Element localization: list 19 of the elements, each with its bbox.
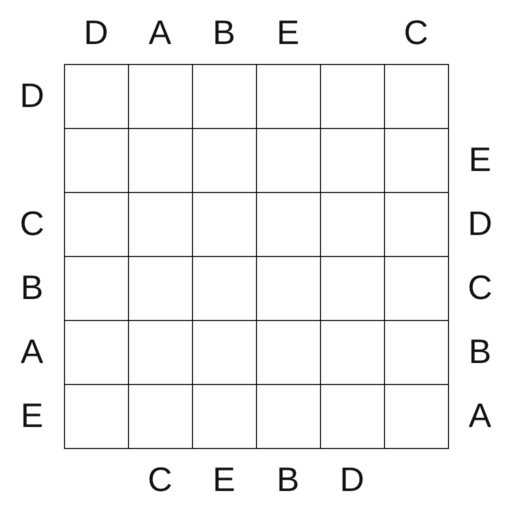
clue-letter: E [20,396,44,436]
clue-letter: D [466,204,494,244]
clue-letter: E [468,140,492,180]
clue-letter: A [148,13,172,53]
clue-letter: B [212,13,236,53]
clue-letter: C [18,204,46,244]
clue-letter: E [276,13,300,53]
clue-letter: B [276,460,300,500]
clue-letter: A [468,396,492,436]
clue-letter: C [402,13,430,53]
clue-letter: A [20,332,44,372]
clue-letter: B [468,332,492,372]
clue-letter: D [338,460,366,500]
clue-letter: E [212,460,236,500]
clue-letter: D [18,76,46,116]
clue-letter: C [466,268,494,308]
clue-letter: B [20,268,44,308]
clue-letter: C [146,460,174,500]
clue-letter: D [82,13,110,53]
